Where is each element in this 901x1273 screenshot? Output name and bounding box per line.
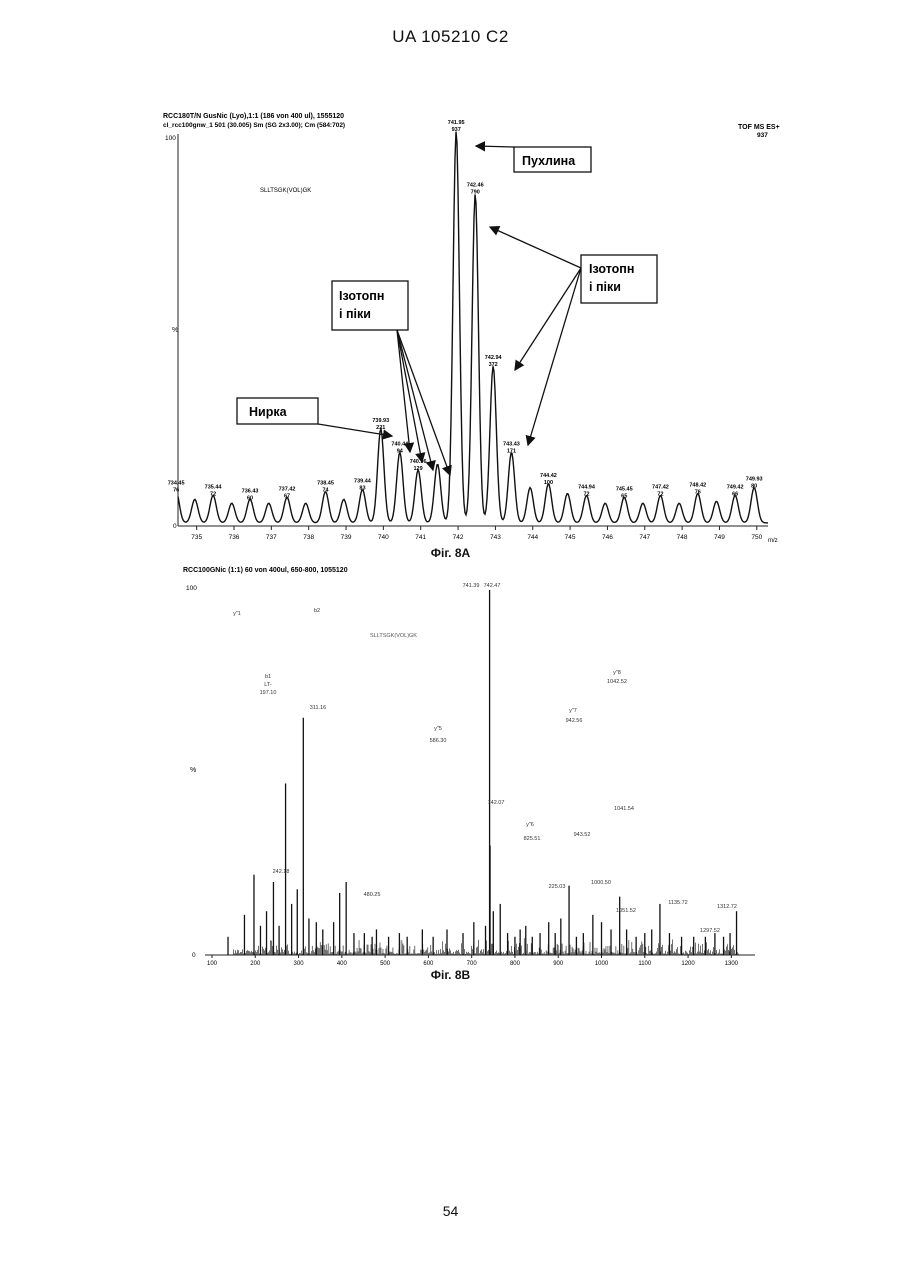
fig-b-annotation: y"7	[569, 708, 577, 714]
fig-b-x-tick-label: 900	[553, 961, 564, 967]
fig-b-sequence: SLLTSGK(VOL)GK	[370, 633, 417, 639]
fig-b-annotation: 225.03	[549, 884, 566, 890]
fig-b-annotation: y"5	[434, 726, 442, 732]
fig-b-annotation: y"6	[526, 822, 534, 828]
figure-8b-chart: RCC100GNic (1:1) 60 von 400ul, 650-800, …	[0, 0, 901, 1000]
fig-b-annotation: y"1	[233, 611, 241, 617]
fig-b-x-tick-label: 1000	[595, 961, 609, 967]
fig-b-x-tick-label: 500	[380, 961, 391, 967]
fig-b-annotation: 942.56	[566, 718, 583, 724]
fig-b-annotation: 825.51	[524, 836, 541, 842]
fig-b-annotation: LT-	[264, 682, 272, 688]
fig-b-x-tick-label: 700	[467, 961, 478, 967]
figure-8b-caption: Фіг. 8В	[0, 968, 901, 982]
fig-b-annotation: 1051.52	[616, 908, 636, 914]
fig-b-yzero: 0	[192, 952, 196, 959]
fig-b-annotation: y"8	[613, 670, 621, 676]
fig-b-x-tick-label: 1100	[638, 961, 652, 967]
fig-b-annotation: 1000.50	[591, 880, 611, 886]
fig-b-title: RCC100GNic (1:1) 60 von 400ul, 650-800, …	[183, 567, 348, 574]
fig-b-annotation: b1	[265, 674, 271, 680]
fig-b-annotation: 943.52	[574, 832, 591, 838]
fig-b-annotation: 742.07	[488, 800, 505, 806]
fig-b-x-tick-label: 1300	[725, 961, 739, 967]
fig-b-annotation: 586.30	[430, 738, 447, 744]
fig-b-annotation: 1312.72	[717, 904, 737, 910]
fig-b-annotation: 197.10	[260, 690, 277, 696]
fig-b-x-tick-label: 400	[337, 961, 348, 967]
fig-b-annotation: 242.18	[273, 869, 290, 875]
fig-b-x-tick-label: 800	[510, 961, 521, 967]
fig-b-x-tick-label: 1200	[681, 961, 695, 967]
fig-b-x-tick-label: 100	[207, 961, 218, 967]
fig-b-x-tick-label: 600	[423, 961, 434, 967]
fig-b-ytop: 100	[186, 585, 197, 592]
fig-b-annotation: 1297.52	[700, 928, 720, 934]
fig-b-annotation: b2	[314, 608, 320, 614]
fig-b-annotation: 1042.52	[607, 679, 627, 685]
fig-b-annotation: 741.39	[463, 583, 480, 589]
fig-b-peaks	[228, 590, 738, 955]
fig-b-annotation: 1041.54	[614, 806, 634, 812]
fig-b-annotation: 311.16	[310, 705, 326, 711]
fig-b-annotation: 1135.72	[668, 900, 687, 906]
fig-b-ymid: %	[190, 767, 196, 774]
fig-b-x-tick-label: 300	[294, 961, 305, 967]
page-number: 54	[0, 1203, 901, 1219]
fig-b-annotation: 480.25	[364, 892, 381, 898]
fig-b-x-tick-label: 200	[250, 961, 261, 967]
fig-b-annotation: 742.47	[484, 583, 501, 589]
